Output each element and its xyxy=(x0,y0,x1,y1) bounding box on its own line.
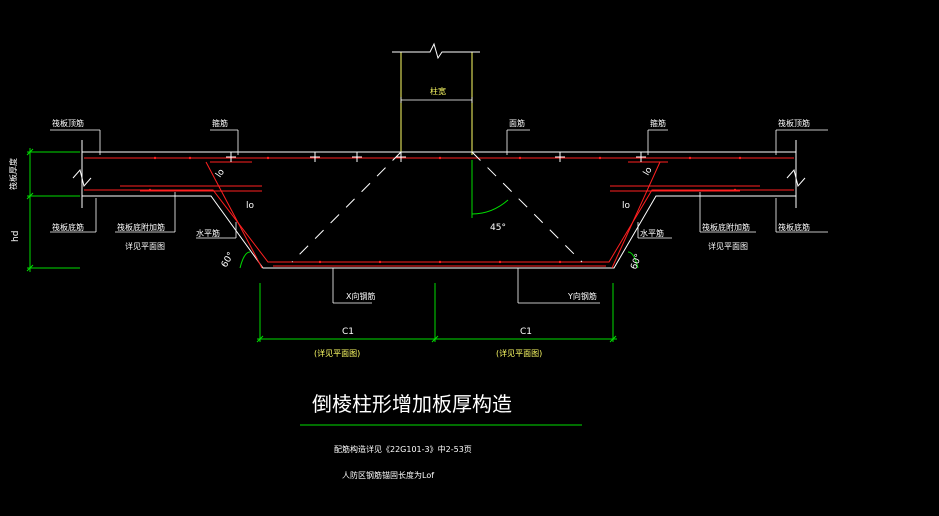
c1-left-label: C1 xyxy=(342,327,354,337)
y-bar-label: Y向钢筋 xyxy=(567,291,597,301)
lo-label-4: lo xyxy=(642,165,655,177)
note-line-1: 配筋构造详见《22G101-3》中2-53页 xyxy=(334,444,472,454)
rebar-dots xyxy=(148,156,742,264)
raft-thickness-label: 筏板厚度 xyxy=(8,158,18,190)
leader-lines xyxy=(50,129,828,304)
raft-add-note-right: 详见平面图 xyxy=(708,241,748,251)
hd-label: hd xyxy=(11,231,21,242)
column-width-label: 柱宽 xyxy=(430,86,446,96)
lo-label-1: lo xyxy=(246,201,255,211)
x-bar-label: X向钢筋 xyxy=(346,291,375,301)
raft-top-label-left: 筏板顶筋 xyxy=(52,118,84,128)
raft-add-note-left: 详见平面图 xyxy=(125,241,165,251)
raft-bottom-label-right: 筏板底筋 xyxy=(778,222,810,232)
dashed-45-lines xyxy=(291,151,583,263)
lo-label-3: lo xyxy=(622,201,631,211)
stirrup-crosses xyxy=(226,152,646,162)
dimensions xyxy=(26,148,639,426)
column-width-dim xyxy=(400,97,473,103)
angle-45-label: 45° xyxy=(490,223,506,233)
raft-top-label-right: 筏板顶筋 xyxy=(778,118,810,128)
raft-add-label-right: 筏板底附加筋 xyxy=(702,222,750,232)
raft-add-label-left: 筏板底附加筋 xyxy=(117,222,165,232)
drawing-title: 倒棱柱形增加板厚构造 xyxy=(312,392,512,416)
c1-left-note: (详见平面图) xyxy=(314,348,360,358)
column-break-line xyxy=(392,42,480,60)
c1-right-label: C1 xyxy=(520,327,532,337)
lo-label-2: lo xyxy=(214,167,227,180)
slab-outline xyxy=(72,140,806,269)
stirrup-label-right: 箍筋 xyxy=(650,118,666,128)
note-line-2: 人防区钢筋锚固长度为Lof xyxy=(342,470,434,480)
horiz-bar-label-right: 水平筋 xyxy=(640,228,664,238)
top-bar-label: 面筋 xyxy=(509,118,525,128)
angle-label-left: 60° xyxy=(220,251,237,270)
raft-bottom-label-left: 筏板底筋 xyxy=(52,222,84,232)
stirrup-label-left: 箍筋 xyxy=(212,118,228,128)
horiz-bar-label-left: 水平筋 xyxy=(196,228,220,238)
c1-right-note: (详见平面图) xyxy=(496,348,542,358)
rebar xyxy=(84,157,794,269)
column xyxy=(400,52,473,155)
angle-label-right: 60° xyxy=(629,253,644,271)
